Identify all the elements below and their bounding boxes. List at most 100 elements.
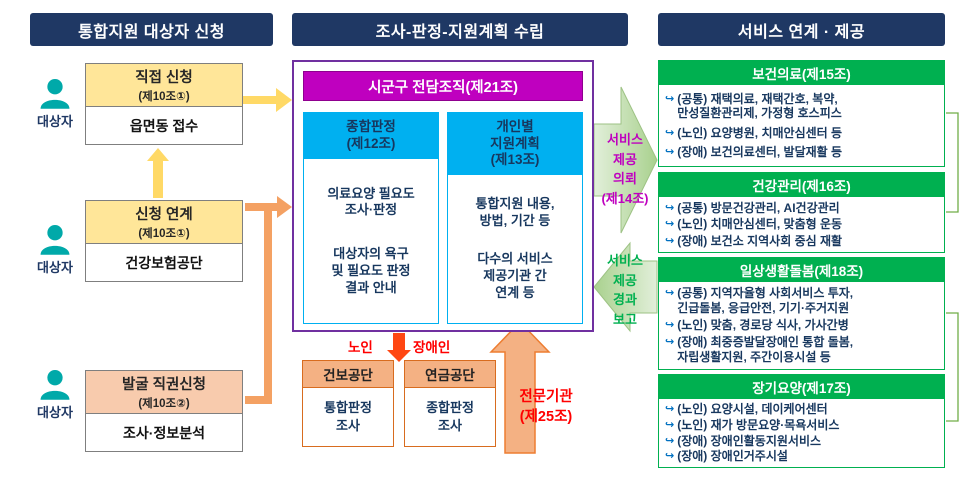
service-item: ↪ (장애) 장애인거주시설 bbox=[665, 449, 940, 464]
judgment-body-bottom: 대상자의 욕구 및 필요도 판정 결과 안내 bbox=[331, 245, 411, 295]
applicant-label: 대상자 bbox=[37, 405, 73, 420]
comprehensive-judgment-body: 의료요양 필요도 조사·판정 대상자의 욕구 및 필요도 판정 결과 안내 bbox=[304, 159, 438, 323]
link-bracket-top bbox=[946, 112, 959, 213]
linked-application-title: 신청 연계 bbox=[135, 207, 193, 223]
discovery-application-header: 발굴 직권신청 (제10조②) bbox=[86, 371, 242, 414]
service-item: ↪ (장애) 장애인활동지원서비스 bbox=[665, 434, 940, 449]
nps-agency-body: 종합판정 조사 bbox=[426, 400, 474, 433]
service-request-label: 서비스 제공 의뢰 (제14조) bbox=[601, 132, 649, 206]
curved-arrow-icon: ↪ bbox=[665, 201, 675, 214]
linked-application-clause: (제10조①) bbox=[138, 228, 190, 240]
service-item-text: (장애) 보건의료센터, 발달재활 등 bbox=[677, 144, 843, 159]
curved-arrow-icon: ↪ bbox=[665, 450, 675, 463]
service-box-health-management-body: ↪ (공통) 방문건강관리, AI건강관리 ↪ (노인) 치매안심센터, 맞춤형… bbox=[659, 197, 944, 252]
discovery-application-clause: (제10조②) bbox=[138, 398, 190, 410]
middle-column-title: 조사-판정-지원계획 수립 bbox=[292, 13, 628, 46]
disabled-label: 장애인 bbox=[413, 340, 451, 355]
service-box-health-medical-body: ↪ (공통) 재택의료, 재택간호, 복약, 만성질환관리제, 가정형 호스피스… bbox=[659, 85, 944, 166]
service-item-text: (노인) 요양시설, 데이케어센터 bbox=[677, 402, 828, 417]
person-icon bbox=[40, 225, 70, 255]
person-icon bbox=[40, 79, 70, 109]
direct-application-title: 직접 신청 bbox=[135, 70, 193, 86]
service-box-longterm-care: 장기요양(제17조) ↪ (노인) 요양시설, 데이케어센터 ↪ (노인) 재가… bbox=[658, 374, 945, 468]
elderly-label: 노인 bbox=[348, 340, 373, 355]
service-item-text: (공통) 지역자율형 사회서비스 투자, 긴급돌봄, 응급안전, 기기·주거지원 bbox=[677, 286, 854, 316]
linked-application-box: 신청 연계 (제10조①) 건강보험공단 bbox=[85, 200, 243, 282]
service-item: ↪ (노인) 맞춤, 경로당 식사, 가사간병 bbox=[665, 318, 940, 333]
service-item: ↪ (공통) 재택의료, 재택간호, 복약, 만성질환관리제, 가정형 호스피스 bbox=[665, 92, 940, 121]
sigungu-container: 시군구 전담조직(제21조) 종합판정 (제12조) 의료요양 필요도 조사·판… bbox=[292, 60, 594, 332]
discovery-application-title: 발굴 직권신청 bbox=[121, 377, 207, 393]
service-item-text: (공통) 방문건강관리, AI건강관리 bbox=[677, 200, 840, 215]
service-item-text: (노인) 맞춤, 경로당 식사, 가사간병 bbox=[677, 318, 849, 333]
curved-arrow-icon: ↪ bbox=[665, 319, 675, 332]
service-box-health-medical: 보건의료(제15조) ↪ (공통) 재택의료, 재택간호, 복약, 만성질환관리… bbox=[658, 60, 945, 167]
nps-agency-box: 연금공단 종합판정 조사 bbox=[404, 360, 496, 447]
curved-arrow-icon: ↪ bbox=[665, 218, 675, 231]
service-item: ↪ (장애) 최중증발달장애인 통합 돌봄, 자립생활지원, 주간이용시설 등 bbox=[665, 335, 940, 364]
linked-application-body: 건강보험공단 bbox=[125, 254, 203, 271]
individual-plan-header: 개인별 지원계획 (제13조) bbox=[448, 113, 582, 175]
service-item: ↪ (노인) 요양병원, 치매안심센터 등 bbox=[665, 126, 940, 141]
applicant-figure-2: 대상자 bbox=[31, 224, 79, 276]
service-box-longterm-care-header: 장기요양(제17조) bbox=[659, 375, 944, 399]
link-bracket-bottom bbox=[946, 312, 959, 422]
plan-body-bottom: 다수의 서비스 제공기관 간 연계 등 bbox=[477, 251, 553, 300]
direct-application-body: 읍면동 접수 bbox=[129, 117, 199, 134]
curved-arrow-icon: ↪ bbox=[665, 434, 675, 447]
arrow-right-orange-head-icon bbox=[277, 196, 292, 218]
service-box-daily-care-header: 일상생활돌봄(제18조) bbox=[659, 258, 944, 282]
comprehensive-judgment-panel: 종합판정 (제12조) 의료요양 필요도 조사·판정 대상자의 욕구 및 필요도… bbox=[303, 112, 439, 324]
service-item-text: (장애) 최중증발달장애인 통합 돌봄, 자립생활지원, 주간이용시설 등 bbox=[677, 335, 854, 364]
service-box-longterm-care-body: ↪ (노인) 요양시설, 데이케어센터 ↪ (노인) 재가 방문요양·목욕서비스… bbox=[659, 399, 944, 467]
arrow-elbow-orange-icon bbox=[245, 203, 277, 404]
curved-arrow-icon: ↪ bbox=[665, 145, 675, 158]
arrow-up-yellow-icon bbox=[147, 148, 169, 198]
applicant-label: 대상자 bbox=[37, 114, 73, 129]
service-item: ↪ (노인) 요양시설, 데이케어센터 bbox=[665, 402, 940, 417]
service-item: ↪ (장애) 보건의료센터, 발달재활 등 bbox=[665, 145, 940, 160]
individual-plan-panel: 개인별 지원계획 (제13조) 통합지원 내용, 방법, 기간 등 다수의 서비… bbox=[447, 112, 583, 324]
comprehensive-judgment-header: 종합판정 (제12조) bbox=[304, 113, 438, 159]
plan-body-top: 통합지원 내용, 방법, 기간 등 bbox=[475, 196, 555, 229]
curved-arrow-icon: ↪ bbox=[665, 403, 675, 416]
right-column-title: 서비스 연계 · 제공 bbox=[658, 13, 945, 46]
person-icon bbox=[40, 370, 70, 400]
service-item: ↪ (공통) 지역자율형 사회서비스 투자, 긴급돌봄, 응급안전, 기기·주거… bbox=[665, 286, 940, 315]
applicant-figure-1: 대상자 bbox=[31, 78, 79, 130]
service-box-daily-care-body: ↪ (공통) 지역자율형 사회서비스 투자, 긴급돌봄, 응급안전, 기기·주거… bbox=[659, 282, 944, 369]
service-item: ↪ (노인) 재가 방문요양·목욕서비스 bbox=[665, 418, 940, 433]
individual-plan-body: 통합지원 내용, 방법, 기간 등 다수의 서비스 제공기관 간 연계 등 bbox=[448, 175, 582, 323]
left-column-title: 통합지원 대상자 신청 bbox=[30, 13, 273, 46]
service-item-text: (노인) 재가 방문요양·목욕서비스 bbox=[677, 417, 840, 432]
curved-arrow-icon: ↪ bbox=[665, 336, 675, 349]
service-box-daily-care: 일상생활돌봄(제18조) ↪ (공통) 지역자율형 사회서비스 투자, 긴급돌봄… bbox=[658, 257, 945, 370]
direct-application-box: 직접 신청 (제10조①) 읍면동 접수 bbox=[85, 63, 243, 145]
discovery-application-box: 발굴 직권신청 (제10조②) 조사·정보분석 bbox=[85, 370, 243, 452]
discovery-application-body: 조사·정보분석 bbox=[123, 424, 205, 441]
curved-arrow-icon: ↪ bbox=[665, 126, 675, 139]
applicant-figure-3: 대상자 bbox=[31, 369, 79, 421]
direct-application-header: 직접 신청 (제10조①) bbox=[86, 64, 242, 107]
service-item-text: (노인) 치매안심센터, 맞춤형 운동 bbox=[677, 217, 843, 232]
service-item: ↪ (공통) 방문건강관리, AI건강관리 bbox=[665, 201, 940, 216]
applicant-label: 대상자 bbox=[37, 260, 73, 275]
service-report-label: 서비스 제공 경과 보고 bbox=[607, 253, 643, 327]
curved-arrow-icon: ↪ bbox=[665, 234, 675, 247]
nhis-agency-body: 통합판정 조사 bbox=[324, 400, 372, 433]
service-item-text: (장애) 장애인활동지원서비스 bbox=[677, 433, 822, 448]
sigungu-org-header: 시군구 전담조직(제21조) bbox=[303, 71, 583, 101]
service-box-health-management: 건강관리(제16조) ↪ (공통) 방문건강관리, AI건강관리 ↪ (노인) … bbox=[658, 172, 945, 253]
service-item-text: (장애) 보건소 지역사회 중심 재활 bbox=[677, 233, 843, 248]
service-item-text: (노인) 요양병원, 치매안심센터 등 bbox=[677, 125, 843, 140]
curved-arrow-icon: ↪ bbox=[665, 418, 675, 431]
nps-agency-header: 연금공단 bbox=[405, 361, 495, 388]
service-box-health-management-header: 건강관리(제16조) bbox=[659, 173, 944, 197]
nhis-agency-box: 건보공단 통합판정 조사 bbox=[302, 360, 394, 447]
arrow-down-red-icon bbox=[387, 333, 411, 362]
nhis-agency-header: 건보공단 bbox=[303, 361, 393, 388]
service-item: ↪ (장애) 보건소 지역사회 중심 재활 bbox=[665, 234, 940, 249]
direct-application-clause: (제10조①) bbox=[138, 91, 190, 103]
linked-application-header: 신청 연계 (제10조①) bbox=[86, 201, 242, 244]
